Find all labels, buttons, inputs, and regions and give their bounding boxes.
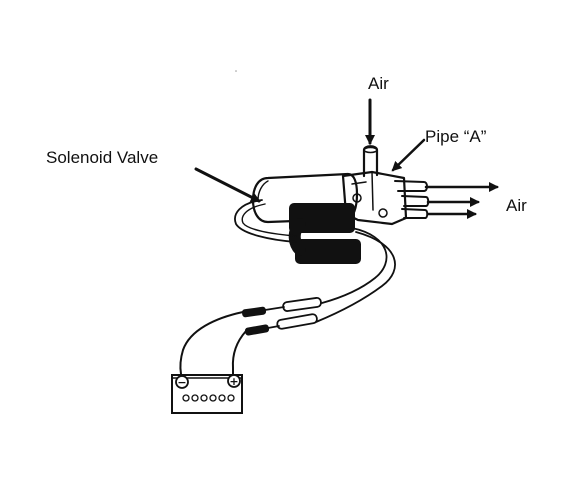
valve-wire-loop bbox=[234, 199, 297, 243]
pipe-a-label: Pipe “A” bbox=[425, 127, 487, 146]
upper-inline-clip bbox=[241, 297, 322, 318]
positive-lead bbox=[231, 330, 247, 375]
solenoid-leader-arrow bbox=[194, 167, 261, 203]
solenoid-valve-label: Solenoid Valve bbox=[46, 148, 158, 167]
scan-speck bbox=[235, 70, 237, 72]
battery-negative-terminal bbox=[175, 375, 189, 389]
lower-connector-boot bbox=[295, 239, 361, 264]
negative-lead bbox=[179, 311, 244, 375]
pipe-a-leader-arrow bbox=[391, 138, 426, 172]
battery-negative-symbol: − bbox=[177, 376, 186, 389]
air-out-label: Air bbox=[506, 196, 527, 215]
air-in-label: Air bbox=[368, 74, 389, 93]
battery: − + bbox=[171, 374, 243, 414]
battery-positive-symbol: + bbox=[229, 375, 238, 388]
harness-lead-1 bbox=[321, 227, 388, 304]
harness-lead-2 bbox=[315, 231, 396, 323]
battery-positive-terminal bbox=[227, 374, 241, 388]
lower-inline-clip bbox=[244, 313, 318, 336]
battery-cell-caps bbox=[182, 394, 235, 402]
